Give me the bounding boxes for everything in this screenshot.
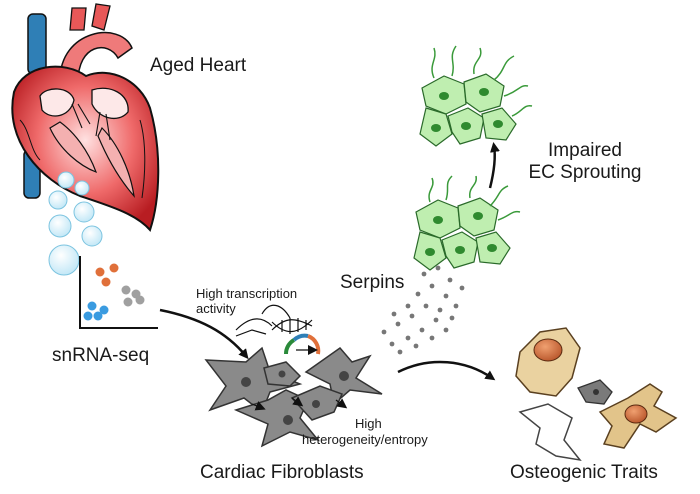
dna-icon bbox=[235, 304, 313, 337]
impaired-line2: EC Sprouting bbox=[528, 162, 642, 183]
serpin-particles bbox=[381, 265, 465, 355]
cardiac-fibroblasts-label: Cardiac Fibroblasts bbox=[200, 462, 364, 483]
aged-heart-label: Aged Heart bbox=[150, 55, 247, 76]
impaired-ec-sprouting-label: Impaired EC Sprouting bbox=[520, 140, 650, 184]
heterogeneity-entropy-label: heterogeneity/entropy bbox=[302, 432, 428, 447]
high-heterogeneity-line1: High bbox=[355, 416, 382, 431]
high-transcription-line2: activity bbox=[196, 301, 236, 316]
arrow-icon bbox=[488, 142, 500, 189]
high-transcription-line1: High transcription bbox=[196, 286, 298, 301]
osteogenic-traits-label: Osteogenic Traits bbox=[510, 462, 658, 483]
snrna-seq-label: snRNA-seq bbox=[52, 345, 150, 366]
gauge-icon bbox=[283, 333, 321, 355]
impaired-line1: Impaired bbox=[548, 140, 622, 161]
endothelial-cell-icon bbox=[413, 45, 533, 271]
scatter-plot-icon bbox=[79, 256, 158, 329]
high-heterogeneity-label: High bbox=[355, 416, 382, 431]
serpins-label: Serpins bbox=[340, 272, 405, 293]
droplet-icon bbox=[48, 171, 103, 276]
osteoblast-icon bbox=[515, 327, 678, 462]
arrow-icon bbox=[159, 308, 249, 360]
arrow-icon bbox=[397, 360, 496, 381]
heart-icon bbox=[11, 3, 160, 232]
high-transcription-label: High transcription activity bbox=[196, 286, 297, 316]
